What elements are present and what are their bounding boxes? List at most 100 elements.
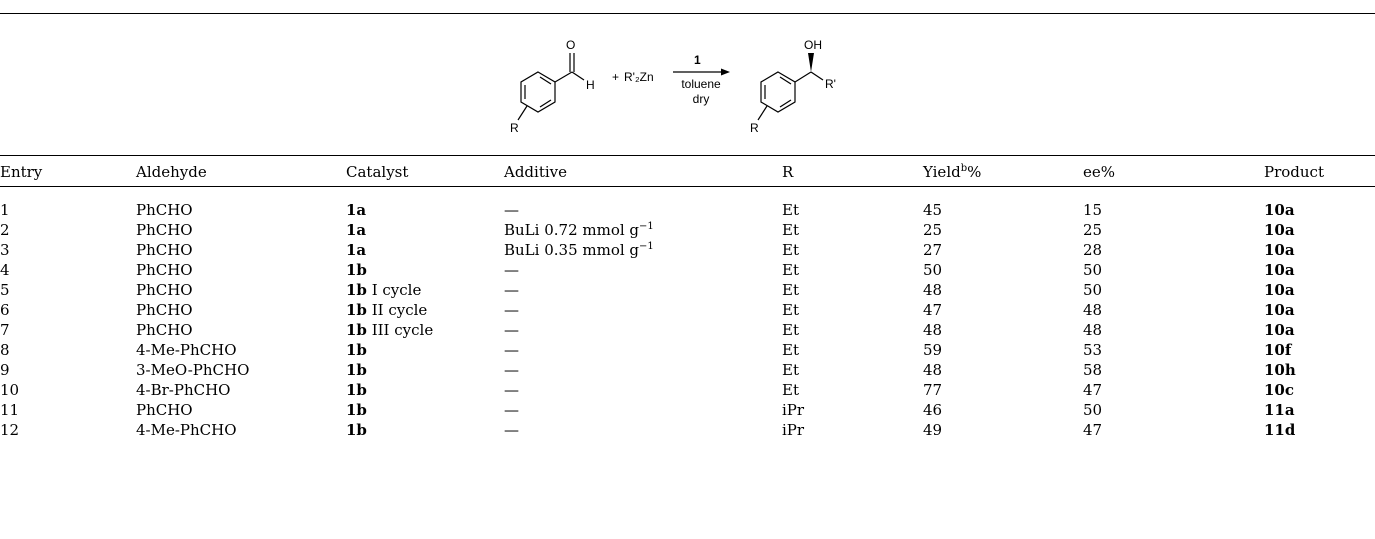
catalyst-id: 1b	[346, 321, 367, 339]
cell-product: 11d	[1264, 420, 1375, 440]
catalyst-id: 1b	[346, 361, 367, 379]
cell-entry: 3	[0, 241, 10, 259]
catalyst-id: 1b	[346, 281, 367, 299]
cell-product: 10a	[1264, 184, 1375, 220]
cell-r: Et	[782, 321, 799, 339]
catalyst-id: 1a	[346, 201, 367, 219]
cell-product: 10c	[1264, 380, 1375, 400]
catalyst-id: 1b	[346, 381, 367, 399]
cell-yield: 47	[923, 301, 943, 319]
header-r: R	[782, 163, 794, 181]
additive-text: —	[504, 381, 519, 399]
table-top-rule	[0, 13, 1375, 14]
cell-product: 10f	[1264, 340, 1375, 360]
header-product: Product	[1264, 163, 1324, 181]
product-id: 10a	[1264, 261, 1295, 279]
cell-yield: 50	[923, 261, 943, 279]
cell-catalyst: 1b III cycle	[346, 320, 504, 340]
cell-yield: 48	[923, 361, 943, 379]
cell-ee: 53	[1083, 341, 1103, 359]
cell-product: 10a	[1264, 260, 1375, 280]
header-yield: Yieldb%	[923, 160, 1083, 184]
cell-entry: 9	[0, 361, 10, 379]
cell-ee: 48	[1083, 301, 1103, 319]
cell-yield: 59	[923, 341, 943, 359]
oxygen-label: O	[566, 38, 575, 52]
catalyst-id: 1a	[346, 221, 367, 239]
cell-entry: 1	[0, 201, 10, 219]
cell-yield: 48	[923, 321, 943, 339]
cell-aldehyde: 4-Br-PhCHO	[136, 381, 231, 399]
hydroxyl-label: OH	[804, 38, 822, 52]
cell-ee: 50	[1083, 281, 1103, 299]
cell-yield: 77	[923, 381, 943, 399]
cell-ee: 47	[1083, 421, 1103, 439]
catalyst-cycle: II cycle	[366, 301, 428, 319]
cell-catalyst: 1b	[346, 420, 504, 440]
additive-exponent: −1	[639, 241, 654, 252]
cell-entry: 5	[0, 281, 10, 299]
header-row: Entry Aldehyde Catalyst Additive R Yield…	[0, 160, 1375, 184]
cell-aldehyde: 4-Me-PhCHO	[136, 341, 237, 359]
additive-text: BuLi 0.72 mmol g	[504, 221, 640, 239]
cell-yield: 27	[923, 241, 943, 259]
cell-additive: —	[504, 320, 782, 340]
cell-additive: BuLi 0.35 mmol g−1	[504, 240, 782, 260]
cell-catalyst: 1b	[346, 360, 504, 380]
catalyst-id: 1b	[346, 301, 367, 319]
cell-catalyst: 1b	[346, 380, 504, 400]
cell-aldehyde: 3-MeO-PhCHO	[136, 361, 250, 379]
product-id: 10f	[1264, 341, 1292, 359]
cell-product: 10a	[1264, 220, 1375, 240]
cell-aldehyde: PhCHO	[136, 221, 193, 239]
cell-aldehyde: PhCHO	[136, 301, 193, 319]
cell-entry: 8	[0, 341, 10, 359]
cell-additive: —	[504, 380, 782, 400]
cell-product: 10a	[1264, 320, 1375, 340]
product-id: 10a	[1264, 221, 1295, 239]
cell-r: Et	[782, 361, 799, 379]
catalyst-id: 1b	[346, 341, 367, 359]
header-additive: Additive	[504, 163, 568, 181]
cell-ee: 25	[1083, 221, 1103, 239]
cell-yield: 48	[923, 281, 943, 299]
cell-ee: 47	[1083, 381, 1103, 399]
cell-additive: —	[504, 184, 782, 220]
cell-r: Et	[782, 341, 799, 359]
additive-text: —	[504, 201, 519, 219]
additive-text: —	[504, 321, 519, 339]
header-yield-text: Yield	[923, 163, 961, 181]
header-catalyst: Catalyst	[346, 163, 409, 181]
r-prime-label: R'	[825, 77, 836, 91]
catalyst-cycle: I cycle	[366, 281, 422, 299]
results-table: Entry Aldehyde Catalyst Additive R Yield…	[0, 160, 1375, 440]
header-top-rule	[0, 155, 1375, 156]
cell-additive: —	[504, 280, 782, 300]
cell-entry: 12	[0, 421, 20, 439]
solvent-label: toluene	[681, 77, 721, 91]
catalyst-cycle: III cycle	[366, 321, 434, 339]
cell-catalyst: 1b	[346, 260, 504, 280]
cell-ee: 48	[1083, 321, 1103, 339]
cell-product: 11a	[1264, 400, 1375, 420]
cell-r: Et	[782, 241, 799, 259]
cell-yield: 46	[923, 401, 943, 419]
cell-product: 10a	[1264, 240, 1375, 260]
cell-additive: BuLi 0.72 mmol g−1	[504, 220, 782, 240]
product-id: 10a	[1264, 281, 1295, 299]
additive-text: —	[504, 421, 519, 439]
cell-product: 10a	[1264, 280, 1375, 300]
alcohol-product-structure: OH R' R	[750, 38, 836, 135]
additive-text: —	[504, 401, 519, 419]
cell-aldehyde: PhCHO	[136, 201, 193, 219]
additive-text: —	[504, 281, 519, 299]
cell-r: Et	[782, 201, 799, 219]
cell-entry: 10	[0, 381, 20, 399]
